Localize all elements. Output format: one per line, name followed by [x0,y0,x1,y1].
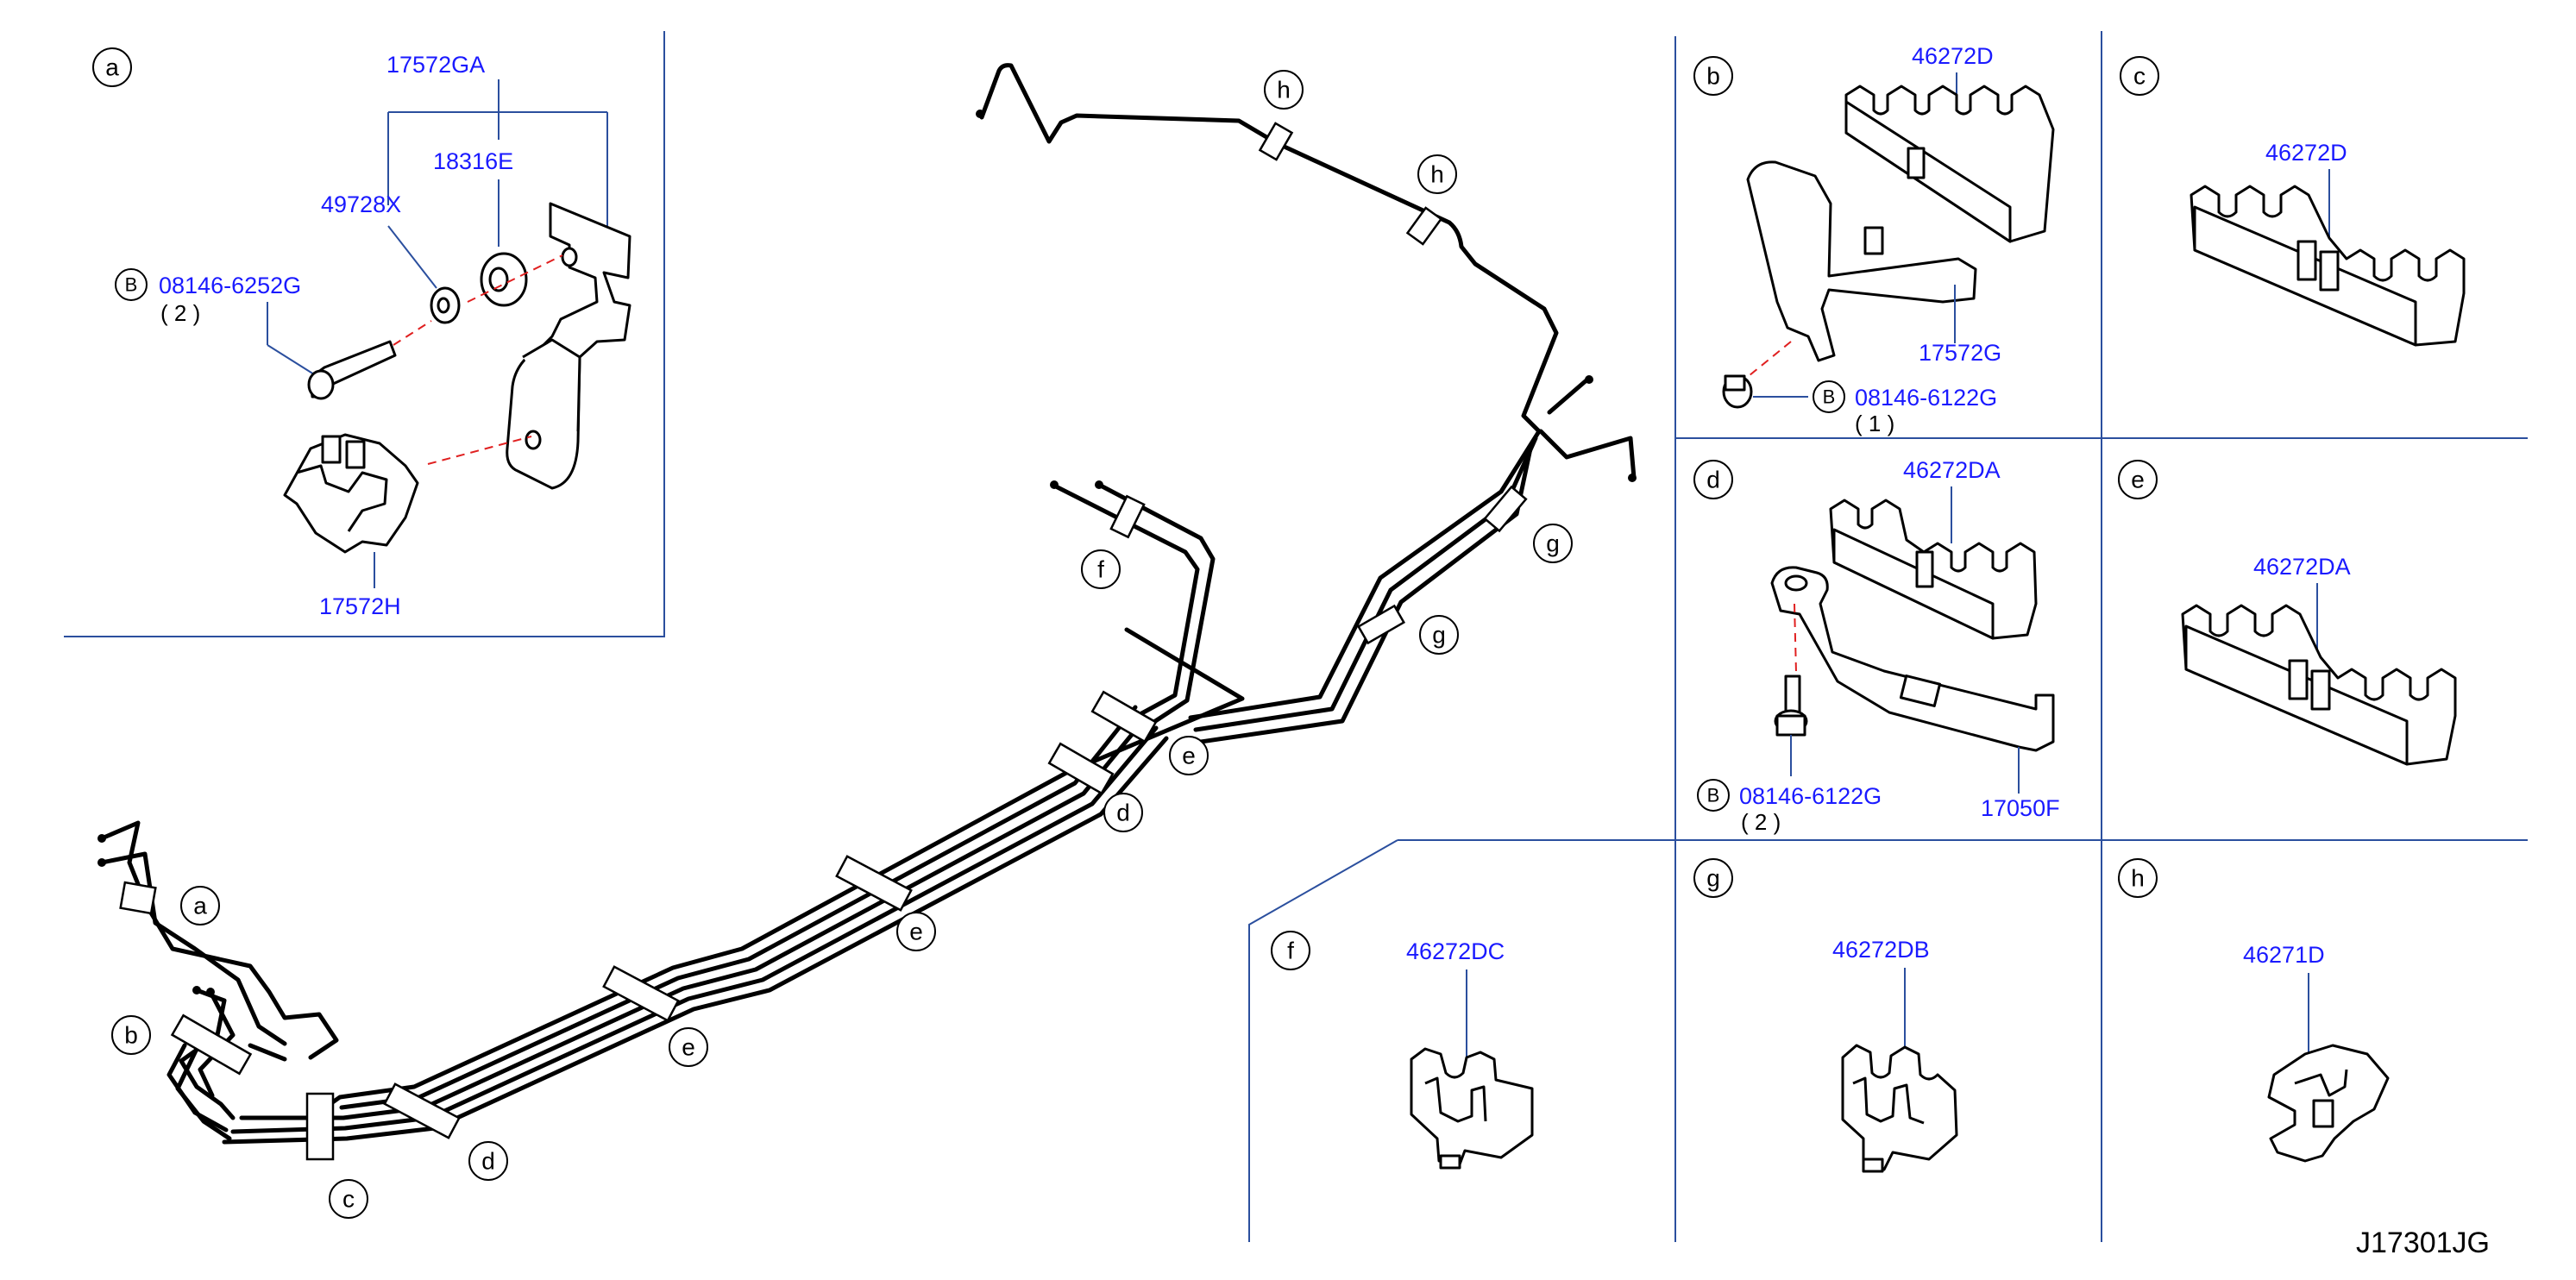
callout-b: b [111,1015,151,1055]
part-46272DA-label: 46272DA [1903,457,2001,483]
part-46272D-label: 46272D [1912,43,1994,69]
callout-h-2: h [1417,154,1457,194]
panel-d-callout: d [1693,460,1733,499]
svg-text:e: e [909,919,923,945]
panel-c-callout: c [2120,56,2159,96]
panel-f: f 46272DC [1271,931,1534,1170]
part-08146-6122G-label: 08146-6122G [1855,385,1997,411]
quantity-label: ( 2 ) [1741,809,1781,835]
panel-f-callout: f [1271,931,1310,970]
part-08146-6252G-label: 08146-6252G [159,273,301,298]
callout-a: a [180,886,220,925]
part-17572G-label: 17572G [1919,340,2001,366]
svg-text:c: c [2133,63,2146,90]
clip-46272DB-icon [1841,1044,1958,1173]
part-49728X-label: 49728X [321,191,401,217]
part-08146-6122G-label: 08146-6122G [1739,783,1882,809]
callout-e-3: e [669,1027,708,1067]
svg-text:b: b [124,1022,138,1049]
svg-text:a: a [193,893,207,919]
svg-text:a: a [105,54,119,81]
part-46272DB-label: 46272DB [1832,937,1930,963]
panel-h-callout: h [2118,858,2158,898]
callout-e-2: e [896,912,936,951]
clip-46271D-icon [2267,1044,2390,1163]
svg-text:f: f [1097,556,1104,583]
callout-e-1: e [1169,736,1209,775]
svg-text:e: e [1182,743,1196,769]
panel-e-callout: e [2118,460,2158,499]
svg-text:g: g [1706,865,1720,892]
callout-g-1: g [1533,524,1573,563]
panel-g-callout: g [1693,858,1733,898]
svg-text:g: g [1546,530,1560,557]
panel-d-bolt-marker: B [1697,779,1730,812]
panel-h: h 46271D [2118,858,2390,1163]
svg-text:d: d [1706,467,1720,493]
bracket-icon [506,202,631,490]
part-46271D-label: 46271D [2243,942,2325,968]
svg-text:B: B [1823,386,1836,408]
clamp-46272D-icon [2190,185,2466,347]
panel-a-bolt-marker: B [115,268,148,301]
part-18316E-label: 18316E [433,148,513,174]
clamp-46272D-icon [1844,85,2055,243]
part-17572GA-label: 17572GA [386,52,485,78]
bolt-icon [1774,675,1808,737]
svg-text:e: e [2131,467,2145,493]
part-17050F-label: 17050F [1981,795,2060,821]
panel-b-bolt-marker: B [1813,380,1845,413]
callout-g-2: g [1419,615,1459,655]
part-46272DA-label: 46272DA [2253,554,2351,580]
part-17572H-label: 17572H [319,593,401,619]
svg-text:e: e [682,1034,695,1061]
grommet-icon [480,252,528,307]
diagram-code-label: J17301JG [2356,1227,2490,1259]
svg-text:h: h [1277,77,1291,104]
svg-text:b: b [1706,63,1720,90]
bolt-icon [1722,374,1753,409]
svg-text:h: h [2131,865,2145,892]
bracket-17050F-icon [1770,566,2055,752]
callout-c: c [329,1179,368,1219]
callout-d-2: d [468,1141,508,1181]
panel-e: e 46272DA [2118,460,2457,766]
svg-text:d: d [481,1148,495,1175]
clamp-46272DA-icon [1829,499,2038,640]
bolt-icon [307,340,397,400]
main-callouts: h h g g f e d e e d c a b [111,70,1573,1219]
svg-text:c: c [342,1186,355,1213]
svg-text:B: B [125,274,138,296]
bracket-17572G-icon [1746,160,1977,362]
part-46272D-label: 46272D [2265,140,2347,166]
callout-f: f [1081,549,1121,589]
callout-h-1: h [1264,70,1304,110]
panel-borders [64,31,2528,1242]
callout-d-1: d [1103,793,1143,832]
clip-17572H-icon [283,433,419,554]
quantity-label: ( 2 ) [160,300,200,326]
panel-b-callout: b [1693,56,1733,96]
svg-text:f: f [1287,938,1294,964]
svg-text:B: B [1707,785,1720,806]
panel-c: c 46272D [2120,56,2466,347]
panel-a-callout: a [92,47,132,87]
panel-a: a 17572GA 18316E 49728X B 08146-6252G ( … [92,47,631,619]
panel-d: d 46272DA B 08146-6122G ( 2 ) 17050F [1693,457,2060,835]
svg-text:g: g [1432,622,1446,649]
svg-text:d: d [1116,800,1130,826]
svg-text:h: h [1430,161,1444,188]
panel-b: b 46272D 17572G B 08146-6122G ( 1 ) [1693,43,2055,436]
clamp-46272DA-icon [2181,604,2457,766]
fuel-line-assembly [97,63,1637,1161]
quantity-label: ( 1 ) [1855,411,1894,436]
panel-g: g 46272DB [1693,858,1958,1173]
washer-icon [430,286,461,324]
part-46272DC-label: 46272DC [1406,938,1505,964]
clip-46272DC-icon [1410,1047,1534,1170]
